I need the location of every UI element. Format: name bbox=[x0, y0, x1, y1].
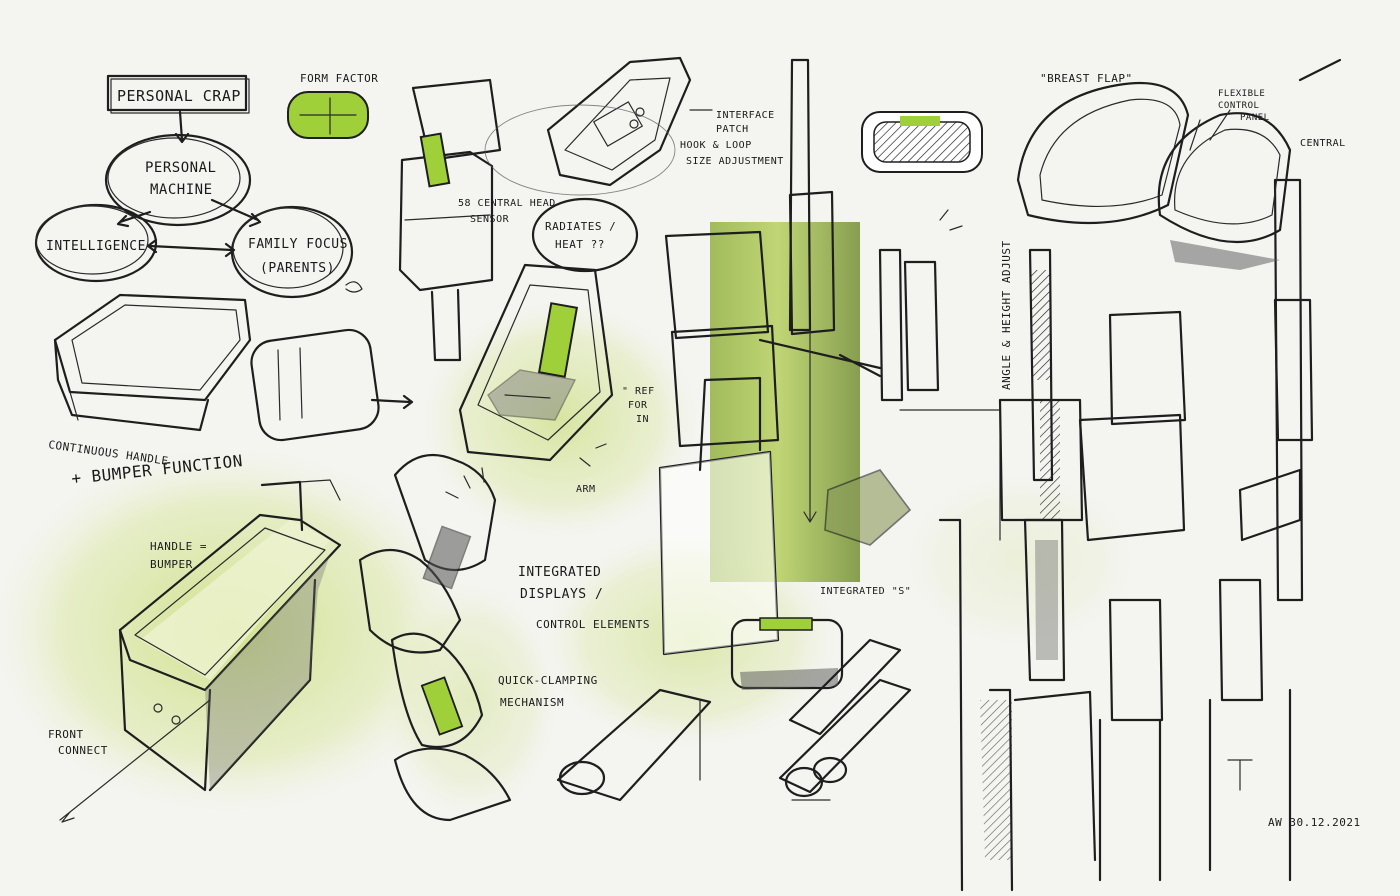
profile-sketches bbox=[878, 178, 1314, 892]
heat-device-sketch bbox=[458, 197, 639, 462]
label-control: CONTROL bbox=[1218, 101, 1259, 111]
label-patch: PATCH bbox=[716, 124, 749, 135]
container-sketch bbox=[53, 293, 414, 442]
label-personal: PERSONAL bbox=[145, 160, 216, 176]
label-for: FOR bbox=[628, 400, 648, 411]
label-hook-loop: HOOK & LOOP bbox=[680, 140, 752, 151]
label-integrated: INTEGRATED bbox=[518, 565, 601, 580]
label-breast-flap: "BREAST FLAP" bbox=[1040, 72, 1133, 85]
label-ref: " REF bbox=[622, 386, 655, 397]
mind-map bbox=[34, 74, 363, 299]
label-intelligence: INTELLIGENCE bbox=[46, 239, 146, 254]
label-mechanism: MECHANISM bbox=[500, 696, 564, 709]
emphasis-strokes bbox=[445, 209, 963, 499]
label-parents: (PARENTS) bbox=[260, 261, 335, 276]
label-displays: DISPLAYS / bbox=[520, 587, 603, 602]
breast-flap-sketch bbox=[1016, 58, 1342, 270]
machine-base-sketch bbox=[59, 479, 342, 823]
label-flexible: FLEXIBLE bbox=[1218, 89, 1265, 99]
interface-patch-sketch bbox=[484, 56, 713, 196]
signature: AW 30.12.2021 bbox=[1268, 816, 1361, 829]
label-connect: CONNECT bbox=[58, 744, 108, 757]
label-control-elements: CONTROL ELEMENTS bbox=[536, 618, 650, 631]
label-form-factor: FORM FACTOR bbox=[300, 72, 378, 85]
label-quick-clamping: QUICK-CLAMPING bbox=[498, 674, 598, 687]
central-column-sketch bbox=[658, 58, 983, 656]
label-sensor: SENSOR bbox=[470, 214, 510, 225]
label-handle-equals: HANDLE = bbox=[150, 540, 207, 553]
label-central: CENTRAL bbox=[1300, 138, 1346, 149]
label-size-adjustment: SIZE ADJUSTMENT bbox=[686, 156, 784, 167]
label-integrated-s: INTEGRATED "S" bbox=[820, 586, 911, 597]
label-arm: ARM bbox=[576, 484, 596, 495]
label-bumper: BUMPER bbox=[150, 558, 193, 571]
label-machine: MACHINE bbox=[150, 182, 213, 198]
label-height-adjust: ANGLE & HEIGHT ADJUST bbox=[1000, 240, 1013, 390]
label-panel: PANEL bbox=[1240, 113, 1270, 123]
label-title-box: PERSONAL CRAP bbox=[117, 87, 241, 105]
label-interface: INTERFACE bbox=[716, 110, 775, 121]
label-family-focus: FAMILY FOCUS bbox=[248, 237, 348, 252]
label-front: FRONT bbox=[48, 728, 84, 741]
label-heat: HEAT ?? bbox=[555, 238, 605, 251]
form-factor-sketch bbox=[287, 78, 502, 362]
clamp-sketch bbox=[358, 453, 512, 822]
label-central-head: 58 CENTRAL HEAD bbox=[458, 198, 556, 209]
label-radiates: RADIATES / bbox=[545, 220, 616, 233]
roller-sketch bbox=[556, 469, 912, 802]
label-in: IN bbox=[636, 414, 649, 425]
